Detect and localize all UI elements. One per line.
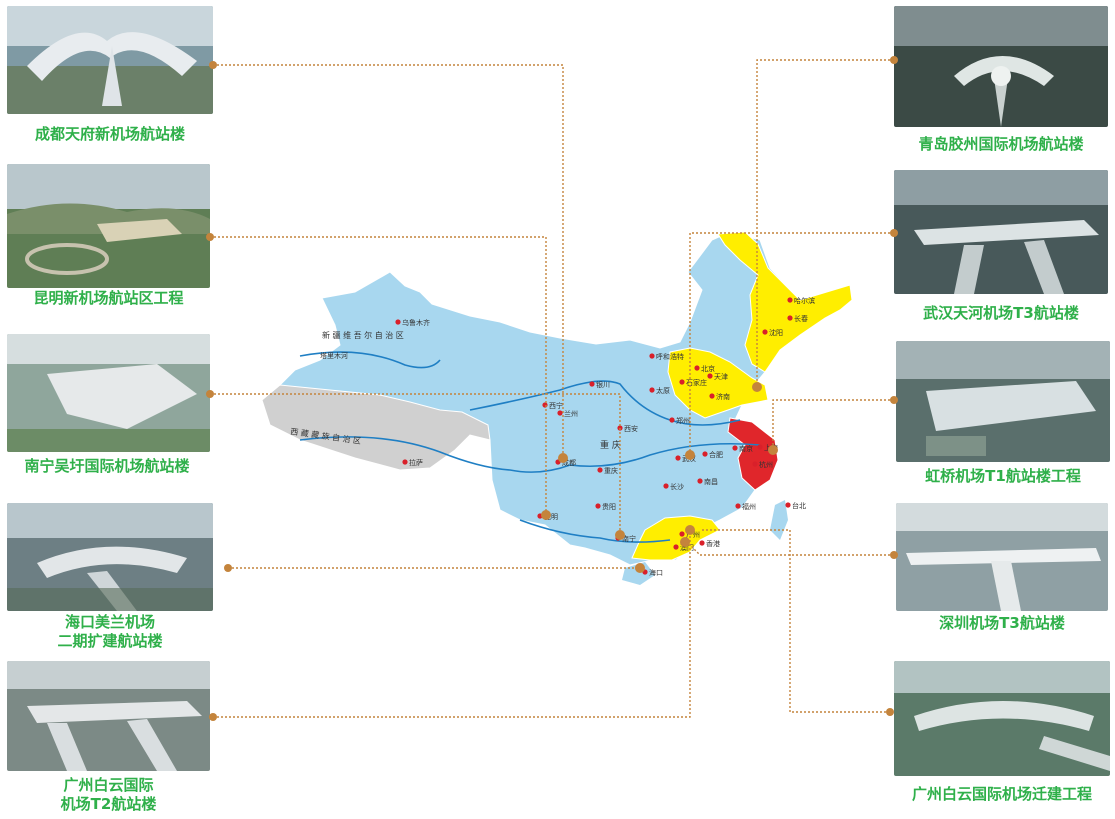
city-dot	[595, 503, 601, 509]
photo-shenzhen	[896, 503, 1108, 611]
city-label: 台北	[792, 501, 806, 510]
city-dot	[395, 319, 401, 325]
city-dot	[597, 467, 603, 473]
city-label: 北京	[701, 364, 715, 373]
city-dot	[699, 540, 705, 546]
caption-hongqiao: 虹桥机场T1航站楼工程	[925, 467, 1081, 485]
city-label: 重庆	[604, 466, 618, 475]
city-dot	[707, 373, 713, 379]
city-label: 哈尔滨	[794, 296, 815, 305]
city-label: 石家庄	[686, 378, 707, 387]
city-label: 沈阳	[769, 328, 783, 337]
photo-guangzhou-move	[894, 661, 1110, 776]
photo-guangzhou-t2	[7, 661, 210, 771]
city-dot	[694, 365, 700, 371]
photo-chengdu	[7, 6, 213, 114]
city-dot	[542, 402, 548, 408]
city-label: 乌鲁木齐	[402, 318, 430, 327]
photo-haikou	[7, 503, 213, 611]
city-label: 澳门	[680, 543, 694, 552]
city-dot	[679, 379, 685, 385]
caption-kunming: 昆明新机场航站区工程	[33, 289, 184, 307]
city-dot	[649, 387, 655, 393]
city-label: 杭州	[759, 460, 773, 469]
caption-wuhan: 武汉天河机场T3航站楼	[923, 304, 1079, 322]
city-label: 呼和浩特	[656, 352, 684, 361]
city-label: 银川	[596, 380, 610, 389]
city-label: 南昌	[704, 477, 718, 486]
label-chongqing: 重 庆	[600, 439, 621, 451]
photo-wuhan	[894, 170, 1108, 294]
city-dot	[557, 410, 563, 416]
city-dot	[697, 478, 703, 484]
connector-lines	[210, 59, 894, 718]
label-river: 塔里木河	[320, 351, 348, 360]
city-label: 郑州	[676, 417, 690, 425]
connector-dots	[206, 56, 898, 721]
city-label: 太原	[656, 386, 670, 395]
city-dot	[673, 544, 679, 550]
city-label: 合肥	[709, 450, 723, 459]
photo-nanning	[7, 334, 210, 452]
city-label: 天津	[714, 373, 728, 381]
caption-chengdu: 成都天府新机场航站楼	[34, 125, 185, 143]
map-northeast	[717, 231, 853, 373]
city-dot	[735, 503, 741, 509]
city-dot	[709, 393, 715, 399]
caption-guangzhou-move: 广州白云国际机场迁建工程	[911, 785, 1092, 803]
map-north-yellow	[667, 347, 769, 419]
photo-kunming	[7, 164, 210, 288]
city-label: 西安	[624, 424, 638, 433]
map-taiwan	[770, 500, 788, 540]
city-label: 西宁	[549, 401, 563, 410]
city-dot	[675, 455, 681, 461]
city-label: 长春	[794, 314, 808, 323]
city-dot	[589, 381, 595, 387]
map-hainan	[622, 562, 655, 585]
caption-shenzhen: 深圳机场T3航站楼	[939, 614, 1065, 632]
city-dot	[762, 329, 768, 335]
city-label: 兰州	[564, 409, 578, 418]
city-label: 长沙	[670, 482, 684, 491]
city-dot	[649, 353, 655, 359]
rivers	[299, 351, 761, 543]
city-label: 南京	[739, 444, 753, 453]
caption-nanning: 南宁吴圩国际机场航站楼	[24, 457, 190, 475]
city-label: 海口	[649, 568, 663, 577]
city-dot	[785, 502, 791, 508]
city-dot	[787, 297, 793, 303]
city-dot	[752, 461, 758, 467]
city-label: 南宁	[622, 534, 636, 543]
city-dot	[732, 445, 738, 451]
city-label: 广州	[686, 530, 700, 539]
map-east-red	[727, 417, 779, 491]
map-guangdong	[631, 515, 721, 561]
city-label: 贵阳	[602, 502, 616, 511]
city-label: 昆明	[544, 513, 558, 521]
photo-qingdao	[894, 6, 1108, 127]
city-label: 福州	[742, 502, 756, 511]
caption-guangzhou-t2: 广州白云国际 机场T2航站楼	[60, 776, 157, 813]
caption-haikou: 海口美兰机场 二期扩建航站楼	[57, 613, 163, 650]
city-label: 香港	[706, 539, 720, 548]
city-label: 济南	[716, 392, 730, 401]
city-label: 成都	[562, 458, 576, 467]
photo-hongqiao	[896, 341, 1110, 462]
city-dot	[663, 483, 669, 489]
city-dot	[679, 531, 685, 537]
city-dot	[702, 451, 708, 457]
caption-qingdao: 青岛胶州国际机场航站楼	[918, 135, 1084, 153]
label-xinjiang: 新 疆 维 吾 尔 自 治 区	[322, 330, 404, 340]
city-dot	[402, 459, 408, 465]
city-dot	[757, 444, 763, 450]
city-label: 拉萨	[409, 458, 423, 467]
city-dot	[669, 417, 675, 423]
city-dot	[787, 315, 793, 321]
